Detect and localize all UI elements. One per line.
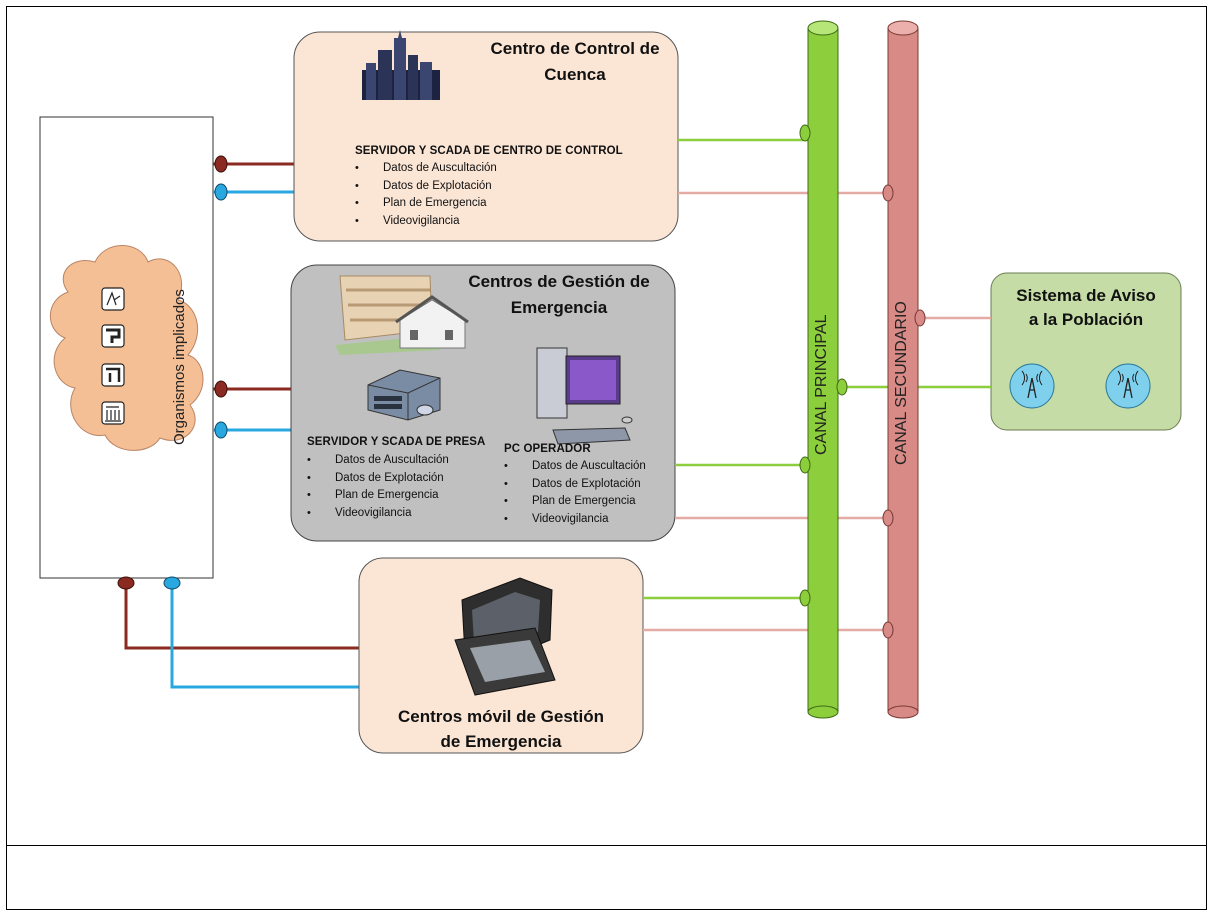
control-center-title-line2: Cuenca: [544, 65, 606, 84]
list-item: Videovigilancia: [353, 213, 497, 231]
secondary-channel-pipe: [887, 20, 919, 719]
diagram-frame: [6, 6, 1207, 910]
pc-workstation-icon: [536, 347, 633, 445]
city-skyline-icon: [362, 30, 440, 100]
antenna-icon-2: [1105, 363, 1151, 409]
organisms-cloud: [49, 245, 204, 451]
dam-server-data-list: Datos de Auscultación Datos de Explotaci…: [305, 452, 449, 522]
warning-system-title-line1: Sistema de Aviso: [1016, 286, 1156, 305]
tool-icon-3: [101, 363, 125, 387]
list-item: Datos de Auscultación: [353, 160, 497, 178]
tool-icon-2: [101, 324, 125, 348]
warning-system-title-line2: a la Población: [1028, 310, 1144, 329]
primary-channel-label: CANAL PRINCIPAL: [813, 314, 830, 455]
control-center-title-line1: Centro de Control de: [490, 39, 660, 58]
mobile-suitcase-icon: [454, 577, 556, 696]
emergency-centers-title-line2: Emergencia: [510, 298, 608, 317]
channel-connectors: [799, 124, 926, 639]
antenna-icon-1: [1009, 363, 1055, 409]
mobile-center-title-line1: Centros móvil de Gestión: [398, 707, 604, 726]
organisms-label: Organismos implicados: [171, 289, 188, 445]
list-item: Plan de Emergencia: [502, 493, 646, 511]
left-connectors: [117, 155, 228, 590]
frame-separator: [6, 845, 1207, 846]
list-item: Datos de Explotación: [502, 476, 646, 494]
dam-server-title: SERVIDOR Y SCADA DE PRESA: [307, 436, 486, 448]
list-item: Datos de Explotación: [353, 178, 497, 196]
primary-channel-pipe: [807, 20, 839, 719]
list-item: Datos de Auscultación: [502, 458, 646, 476]
list-item: Datos de Auscultación: [305, 452, 449, 470]
secondary-channel-label: CANAL SECUNDARIO: [893, 301, 910, 465]
dam-illustration-icon: [335, 275, 469, 355]
tool-icon-1: [101, 287, 125, 311]
list-item: Datos de Explotación: [305, 470, 449, 488]
mobile-center-title-line2: de Emergencia: [440, 732, 562, 751]
list-item: Videovigilancia: [502, 511, 646, 529]
control-center-server-title: SERVIDOR Y SCADA DE CENTRO DE CONTROL: [355, 145, 623, 157]
list-item: Plan de Emergencia: [353, 195, 497, 213]
control-center-data-list: Datos de Auscultación Datos de Explotaci…: [353, 160, 497, 230]
pc-operator-data-list: Datos de Auscultación Datos de Explotaci…: [502, 458, 646, 528]
emergency-centers-title-line1: Centros de Gestión de: [468, 272, 650, 291]
list-item: Plan de Emergencia: [305, 487, 449, 505]
list-item: Videovigilancia: [305, 505, 449, 523]
server-rack-icon: [367, 369, 441, 421]
pc-operator-title: PC OPERADOR: [504, 443, 591, 455]
building-icon: [101, 401, 125, 425]
